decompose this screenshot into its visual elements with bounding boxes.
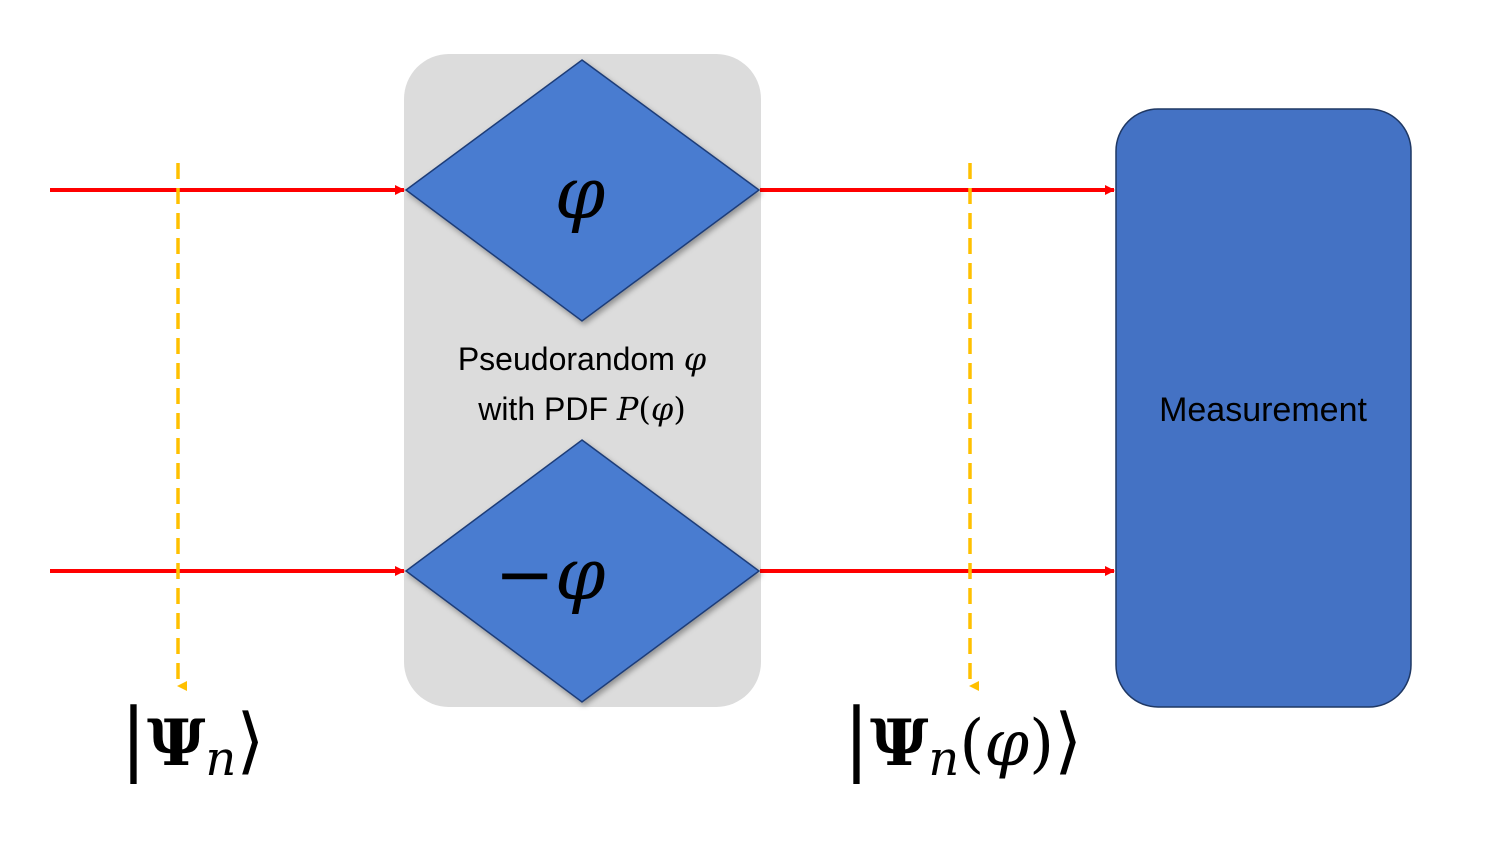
- phase-symbol-bottom: −φ: [495, 532, 606, 616]
- paren-open: (: [959, 707, 984, 781]
- psi-symbol: Ψ: [870, 706, 929, 781]
- ket-bar: |: [120, 691, 147, 784]
- ket-bar: |: [843, 691, 870, 784]
- caption-paren-close: ): [673, 390, 685, 428]
- phase-symbol: φ: [555, 532, 606, 616]
- caption-text: with PDF: [477, 391, 617, 427]
- output-state-label: |Ψn(φ)⟩: [843, 691, 1082, 787]
- phi-symbol: φ: [984, 707, 1029, 781]
- psi-symbol: Ψ: [147, 706, 206, 781]
- caption-phi: φ: [684, 340, 707, 378]
- measurement-box: [1115, 108, 1412, 708]
- subscript-n: n: [928, 731, 959, 787]
- panel-caption-line1: Pseudorandom φ: [458, 340, 707, 378]
- phase-symbol-top: φ: [555, 151, 606, 235]
- phase-shifter-top: [404, 59, 761, 322]
- paren-close: ): [1029, 707, 1054, 781]
- caption-text: Pseudorandom: [458, 341, 684, 377]
- measurement-label: Measurement: [1159, 391, 1367, 429]
- panel-caption-line2: with PDF P(φ): [477, 390, 686, 428]
- caption-paren-open: (: [638, 390, 650, 428]
- caption-func: P: [616, 390, 639, 428]
- caption-phi: φ: [651, 390, 674, 428]
- subscript-n: n: [205, 731, 236, 787]
- ket-close: ⟩: [236, 698, 264, 782]
- input-state-label: |Ψn⟩: [120, 691, 264, 787]
- minus-sign: −: [495, 532, 555, 616]
- phase-shifter-bottom: [404, 439, 761, 703]
- ket-close: ⟩: [1054, 698, 1082, 782]
